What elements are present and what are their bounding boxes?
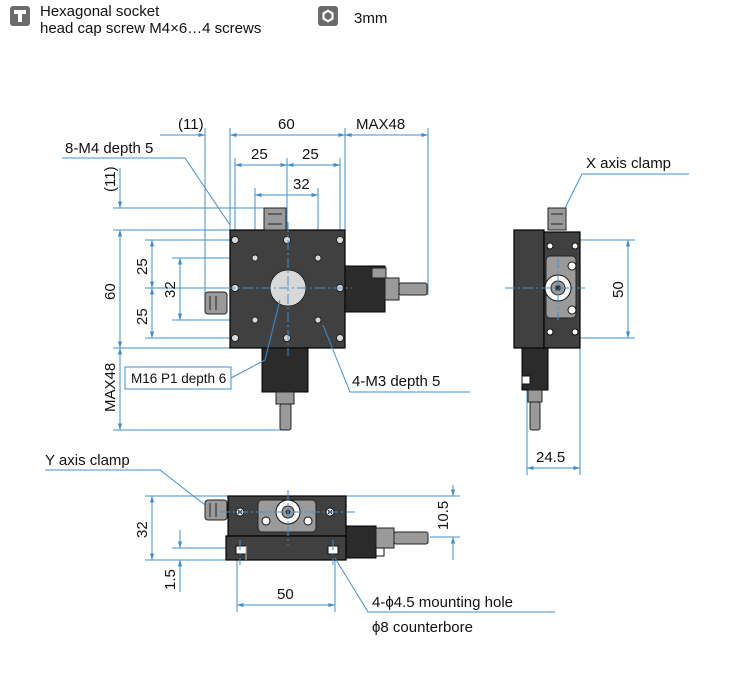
callout-x-clamp: X axis clamp (586, 155, 671, 172)
dim-25-left: 25 (251, 146, 268, 163)
dim-10-5: 10.5 (435, 501, 452, 530)
top-view: (11) 60 MAX48 25 25 32 (11) 60 (62, 116, 470, 431)
dim-11-side: (11) (102, 166, 119, 192)
front-micrometer-spindle (393, 531, 429, 545)
front-micrometer-housing (345, 525, 377, 559)
side-micrometer-spindle (529, 401, 541, 431)
dim-50-bottom: 50 (277, 586, 294, 603)
screw-spec: Hexagonal socket head cap screw M4×6…4 s… (40, 3, 261, 37)
front-view: 32 1.5 10.5 50 (45, 452, 555, 636)
callout-y-clamp: Y axis clamp (45, 452, 130, 469)
hex-icon (318, 6, 338, 26)
screw-icon (10, 6, 30, 26)
side-view: 50 24.5 (505, 155, 689, 475)
dim-25-lower: 25 (134, 308, 151, 325)
dim-60-side: 60 (102, 283, 119, 300)
top-screw-head (263, 207, 287, 231)
side-top-screw (547, 207, 567, 231)
dim-50-right: 50 (610, 281, 627, 298)
dim-60-top: 60 (278, 116, 295, 133)
callout-counterbore: ϕ8 counterbore (372, 619, 473, 636)
side-body-left (513, 229, 545, 349)
y-micrometer-spindle (279, 403, 292, 431)
callout-m4-depth: 8-M4 depth 5 (65, 140, 153, 157)
callout-m16: M16 P1 depth 6 (131, 371, 226, 386)
hex-size: 3mm (354, 10, 388, 27)
dim-25-upper: 25 (134, 258, 151, 275)
dim-max48-top: MAX48 (356, 116, 405, 133)
callout-m3-depth: 4-M3 depth 5 (352, 373, 440, 390)
callout-mount-hole: 4-ϕ4.5 mounting hole (372, 594, 513, 611)
y-micrometer-housing (261, 347, 309, 393)
dim-24-5: 24.5 (536, 449, 565, 466)
x-micrometer-spindle (398, 282, 428, 296)
dim-32-top: 32 (293, 176, 310, 193)
dim-32-side: 32 (162, 281, 179, 298)
dim-1-5: 1.5 (162, 569, 179, 590)
dim-11-top: (11) (178, 116, 204, 133)
dim-25-right: 25 (302, 146, 319, 163)
screw-spec-line1: Hexagonal socket (40, 3, 160, 20)
dim-32-front: 32 (134, 521, 151, 538)
screw-spec-line2: head cap screw M4×6…4 screws (40, 20, 262, 37)
dim-max48-side: MAX48 (102, 363, 119, 412)
